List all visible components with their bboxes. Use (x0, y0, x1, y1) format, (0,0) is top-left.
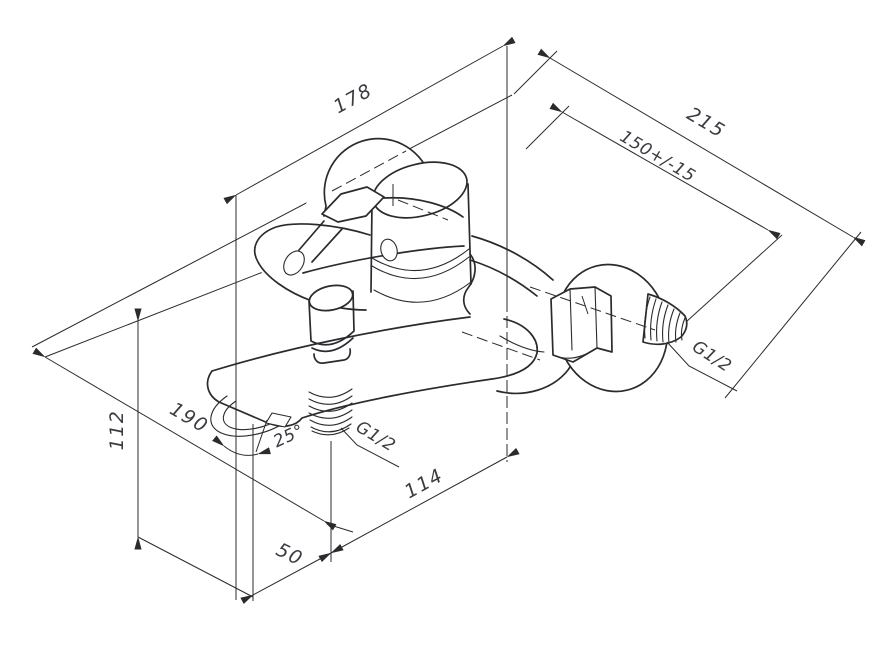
ext-215-right (724, 231, 862, 399)
ext-150-right (685, 234, 783, 323)
dim-overall-width-label: 178 (330, 79, 376, 118)
dim-line-150 (549, 102, 781, 240)
inlet-thread-label: G1/2 (688, 337, 735, 377)
lever-grip-cap (283, 250, 305, 276)
lower-inlet-axis-dashes (461, 331, 541, 361)
faucet-drawing (206, 137, 688, 437)
thread-stub-hatching (644, 296, 686, 344)
diverter-knob-body (308, 290, 355, 364)
dim-body-height-label: 112 (106, 410, 128, 451)
dim-line-178 (223, 36, 516, 205)
leader-shower-thread (340, 427, 400, 468)
angle-reference-line (255, 419, 268, 453)
body-base-rings (371, 248, 472, 303)
leader-inlet-thread (666, 341, 738, 392)
dim-line-50 (240, 543, 344, 605)
handle-pivot-detail (380, 238, 398, 262)
dim-center-to-shower-label: 114 (401, 464, 447, 503)
ext-112-bottom (137, 536, 254, 598)
inlet-axis-dashes (529, 286, 656, 331)
lower-connector-hint (499, 335, 545, 353)
dim-connection-centers-label: 150+/-15 (616, 127, 699, 187)
dim-line-215 (537, 48, 866, 247)
inlet-center-tick (581, 295, 589, 315)
dim-line-114 (318, 447, 520, 563)
dim-arc-25deg (212, 435, 271, 456)
thread-stub-body (642, 293, 688, 346)
dimension-lines (32, 36, 866, 605)
hex-nut-facets (552, 286, 598, 359)
shower-thread-label: G1/2 (352, 417, 399, 456)
wall-plane-line-lower (44, 271, 264, 358)
dim-line-190 (32, 347, 337, 531)
connecting-pipe (469, 235, 554, 297)
dim-wall-to-end-label: 215 (683, 103, 729, 143)
ext-215-left (513, 50, 558, 95)
dim-spout-to-shower-label: 50 (273, 539, 307, 571)
